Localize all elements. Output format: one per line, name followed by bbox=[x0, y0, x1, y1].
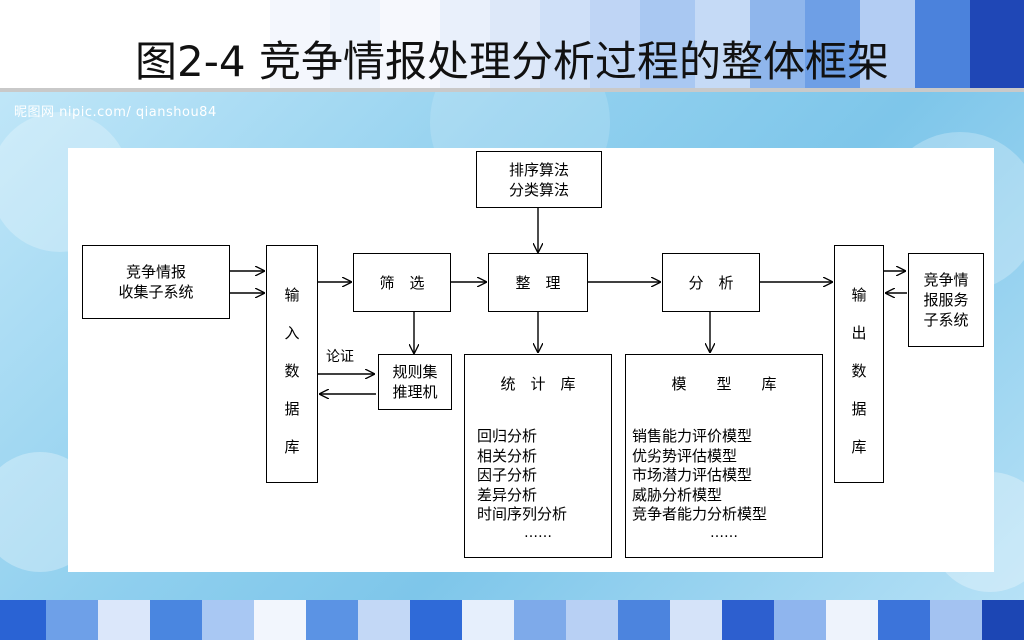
rules-line2: 推理机 bbox=[392, 383, 438, 401]
model-library-box: 模 型 库 销售能力评价模型 优劣势评估模型 市场潜力评估模型 威胁分析模型 竞… bbox=[625, 354, 823, 558]
analyze-label: 分 析 bbox=[688, 274, 734, 292]
stats-item: 相关分析 bbox=[477, 446, 538, 465]
sort-algo-line1: 排序算法 bbox=[508, 160, 569, 179]
header-decoration bbox=[0, 0, 1024, 88]
output-db-char1: 输 bbox=[851, 286, 867, 304]
statistics-library-box: 统 计 库 回归分析 相关分析 因子分析 差异分析 时间序列分析 …… bbox=[464, 354, 612, 558]
output-db-char5: 库 bbox=[851, 438, 867, 456]
analyze-box: 分 析 bbox=[662, 253, 760, 312]
stats-item: 时间序列分析 bbox=[477, 505, 568, 523]
model-item: 威胁分析模型 bbox=[632, 485, 723, 504]
footer-decoration bbox=[0, 600, 1024, 640]
organize-box: 整 理 bbox=[488, 253, 588, 312]
output-db-char4: 据 bbox=[851, 400, 867, 418]
diagram-panel: 竞争情报 收集子系统 输 入 数 据 库 筛 选 排序算法 分类算法 整 理 分… bbox=[68, 148, 994, 572]
filter-box: 筛 选 bbox=[353, 253, 451, 312]
service-subsystem-box: 竞争情 报服务 子系统 bbox=[908, 253, 984, 347]
stats-lib-title: 统 计 库 bbox=[500, 375, 576, 393]
model-item: 竞争者能力分析模型 bbox=[632, 505, 768, 523]
input-db-char3: 数 bbox=[284, 362, 300, 380]
rules-box: 规则集 推理机 bbox=[378, 354, 452, 410]
service-line2: 报服务 bbox=[923, 291, 969, 309]
stats-item: 差异分析 bbox=[477, 485, 538, 504]
model-item: 销售能力评价模型 bbox=[632, 427, 753, 445]
collect-subsystem-box: 竞争情报 收集子系统 bbox=[82, 245, 230, 319]
watermark: 昵图网 nipic.com/ qianshou84 bbox=[14, 105, 217, 120]
stats-item: 回归分析 bbox=[477, 427, 538, 445]
collect-line2: 收集子系统 bbox=[118, 283, 194, 301]
slide-title: 图2-4 竞争情报处理分析过程的整体框架 bbox=[135, 37, 889, 86]
model-item: 优劣势评估模型 bbox=[632, 446, 738, 465]
model-more: …… bbox=[710, 525, 738, 541]
input-db-char1: 输 bbox=[284, 286, 300, 304]
stats-more: …… bbox=[524, 525, 552, 541]
organize-label: 整 理 bbox=[515, 274, 561, 292]
output-db-char2: 出 bbox=[851, 324, 867, 342]
input-db-char5: 库 bbox=[284, 438, 300, 456]
input-database-box: 输 入 数 据 库 bbox=[266, 245, 318, 483]
header-divider bbox=[0, 88, 1024, 92]
sort-algo-line2: 分类算法 bbox=[508, 180, 569, 199]
stats-item: 因子分析 bbox=[477, 466, 538, 484]
sort-algorithm-box: 排序算法 分类算法 bbox=[476, 151, 602, 208]
argument-label: 论证 bbox=[326, 349, 354, 365]
model-item: 市场潜力评估模型 bbox=[632, 466, 753, 484]
input-db-char2: 入 bbox=[284, 324, 300, 342]
rules-line1: 规则集 bbox=[392, 363, 438, 381]
service-line3: 子系统 bbox=[923, 311, 969, 329]
filter-label: 筛 选 bbox=[379, 274, 425, 292]
output-database-box: 输 出 数 据 库 bbox=[834, 245, 884, 483]
collect-line1: 竞争情报 bbox=[125, 263, 186, 281]
output-db-char3: 数 bbox=[851, 362, 867, 380]
input-db-char4: 据 bbox=[284, 400, 300, 418]
service-line1: 竞争情 bbox=[923, 271, 969, 289]
model-lib-title: 模 型 库 bbox=[671, 375, 777, 393]
slide-header: 图2-4 竞争情报处理分析过程的整体框架 bbox=[0, 0, 1024, 88]
